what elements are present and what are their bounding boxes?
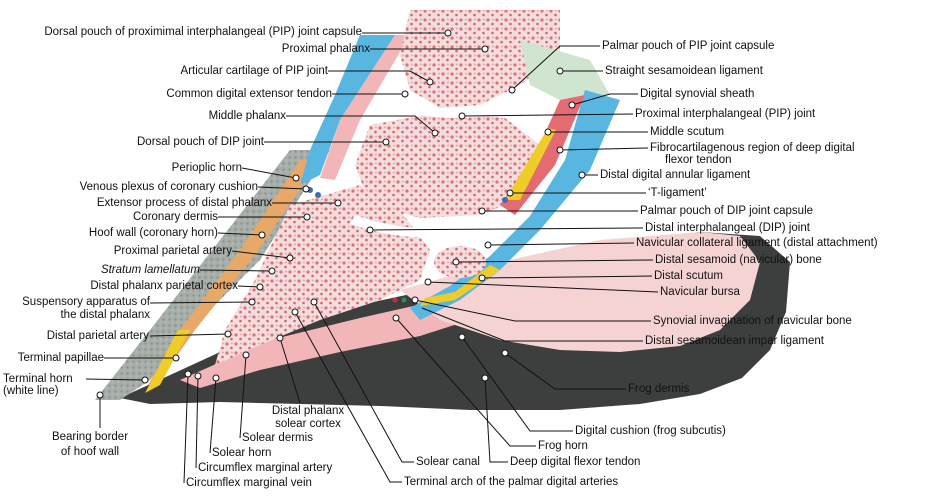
label-perioplic-horn: Perioplic horn [171, 162, 242, 174]
straight-sesamoidean-ligament-region [520, 40, 610, 100]
digital-cushion-region [400, 232, 760, 352]
label-hoof-wall-coronary: Hoof wall (coronary horn) [88, 227, 218, 239]
label-terminal-arch: Terminal arch of the palmar digital arte… [404, 476, 619, 488]
label-navicular-bursa: Navicular bursa [660, 286, 740, 298]
label-dorsal-pouch-dip: Dorsal pouch of DIP joint [137, 136, 264, 148]
label-distal-sesamoid-bone: Distal sesamoid (navicular) bone [655, 254, 822, 266]
venous-plexus-dot [315, 192, 321, 198]
middle-phalanx-bone [355, 112, 540, 218]
label-palmar-pouch-dip: Palmar pouch of DIP joint capsule [640, 205, 814, 217]
label-suspensory-apparatus-2: the distal phalanx [60, 309, 150, 321]
white-line-band [145, 330, 190, 393]
vessel-dot [401, 297, 407, 303]
label-coronary-dermis: Coronary dermis [133, 211, 218, 223]
label-circumflex-marginal-vein: Circumflex marginal vein [186, 477, 312, 489]
label-terminal-horn-2: (white line) [3, 385, 59, 397]
label-synovial-invagination: Synovial invagination of navicular bone [653, 315, 852, 327]
label-dip-joint: Distal interphalangeal (DIP) joint [645, 222, 810, 234]
label-stratum-lamellatum: Stratum lamellatum [100, 264, 200, 276]
label-fibrocartilagenous-1: Fibrocartilagenous region of deep digita… [650, 142, 855, 154]
label-t-ligament: ‘T-ligament’ [648, 187, 707, 199]
label-extensor-process: Extensor process of distal phalanx [96, 197, 272, 209]
label-solear-canal: Solear canal [416, 456, 480, 468]
label-middle-phalanx: Middle phalanx [208, 110, 286, 122]
label-digital-synovial-sheath: Digital synovial sheath [640, 88, 755, 100]
label-articular-cartilage-pip: Articular cartilage of PIP joint [180, 65, 328, 77]
label-straight-sesamoidean-ligament: Straight sesamoidean ligament [605, 65, 763, 77]
label-suspensory-apparatus-1: Suspensory apparatus of [22, 296, 150, 308]
label-distal-phalanx-solear-1: Distal phalanx [271, 405, 345, 417]
label-pip-joint: Proximal interphalangeal (PIP) joint [635, 108, 816, 120]
label-terminal-papillae: Terminal papillae [17, 352, 104, 364]
label-distal-digital-annular-ligament: Distal digital annular ligament [600, 169, 751, 181]
label-circumflex-marginal-artery: Circumflex marginal artery [198, 462, 333, 474]
label-deep-digital-flexor-tendon: Deep digital flexor tendon [510, 456, 641, 468]
label-bearing-border-1: Bearing border [51, 431, 129, 443]
label-distal-phalanx-solear-2: solear cortex [275, 418, 341, 430]
label-proximal-parietal-artery: Proximal parietal artery [113, 245, 232, 257]
label-middle-scutum: Middle scutum [650, 126, 725, 138]
label-solear-horn: Solear horn [212, 447, 272, 459]
scutum-band [505, 128, 556, 200]
label-frog-horn: Frog horn [538, 440, 588, 452]
label-navicular-collateral-ligament: Navicular collateral ligament (distal at… [636, 237, 878, 249]
label-palmar-pouch-pip: Palmar pouch of PIP joint capsule [602, 40, 775, 52]
label-digital-cushion: Digital cushion (frog subcutis) [575, 425, 726, 437]
label-distal-scutum: Distal scutum [654, 270, 724, 282]
label-terminal-horn-1: Terminal horn [3, 373, 73, 385]
vessel-dot [502, 197, 508, 203]
label-venous-plexus: Venous plexus of coronary cushion [79, 181, 258, 193]
proximal-phalanx-bone [400, 10, 560, 108]
label-distal-sesamoidean-impar-ligament: Distal sesamoidean impar ligament [645, 335, 824, 347]
label-bearing-border-2: of hoof wall [60, 446, 120, 458]
label-frog-dermis: Frog dermis [628, 383, 690, 395]
label-solear-dermis: Solear dermis [242, 432, 313, 444]
pip-joint-space [398, 100, 525, 118]
label-proximal-phalanx: Proximal phalanx [281, 43, 370, 55]
extensor-tendon-band [300, 35, 395, 185]
stratum-lamellatum-band [148, 160, 320, 385]
label-common-digital-extensor-tendon: Common digital extensor tendon [166, 88, 332, 100]
sole-dermis-region [180, 300, 470, 388]
label-fibrocartilagenous-2: flexor tendon [665, 154, 732, 166]
vessel-dot [392, 297, 398, 303]
label-distal-phalanx-parietal-cortex: Distal phalanx parietal cortex [90, 280, 238, 292]
dip-joint-space [350, 215, 494, 238]
label-dorsal-pouch-pip: Dorsal pouch of proximimal interphalange… [44, 26, 362, 38]
label-distal-parietal-artery: Distal parietal artery [46, 330, 149, 342]
